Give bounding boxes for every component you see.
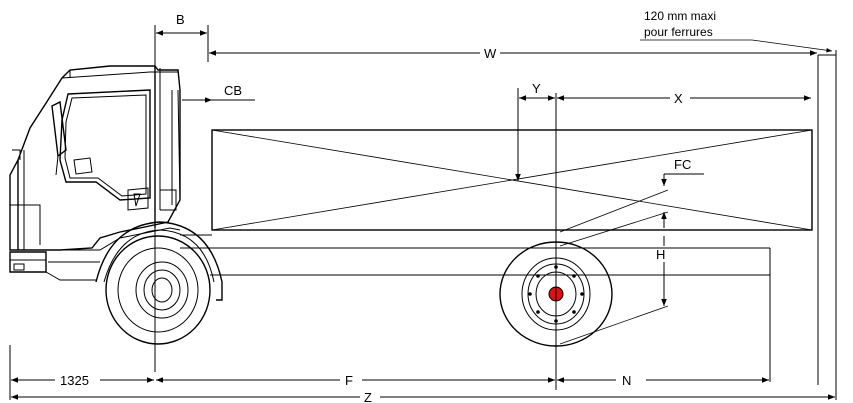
label-b: B	[176, 12, 185, 27]
cargo-box	[211, 129, 813, 231]
label-fc: FC	[674, 157, 691, 172]
note-line-2: pour ferrures	[644, 25, 713, 39]
label-y: Y	[532, 81, 541, 96]
label-f: F	[345, 373, 353, 388]
label-w: W	[484, 46, 497, 61]
chassis-frame	[180, 234, 771, 382]
label-1325: 1325	[60, 373, 89, 388]
label-n: N	[622, 373, 631, 388]
label-h: H	[656, 247, 665, 262]
label-z: Z	[364, 390, 372, 403]
dimension-labels: 120 mm maxi pour ferrures B W CB Y X FC …	[60, 9, 716, 403]
front-wheel	[105, 235, 211, 345]
dimension-lines	[9, 25, 837, 400]
label-cb: CB	[224, 83, 242, 98]
note-line-1: 120 mm maxi	[644, 9, 716, 23]
label-x: X	[674, 91, 683, 106]
cab	[9, 65, 223, 301]
